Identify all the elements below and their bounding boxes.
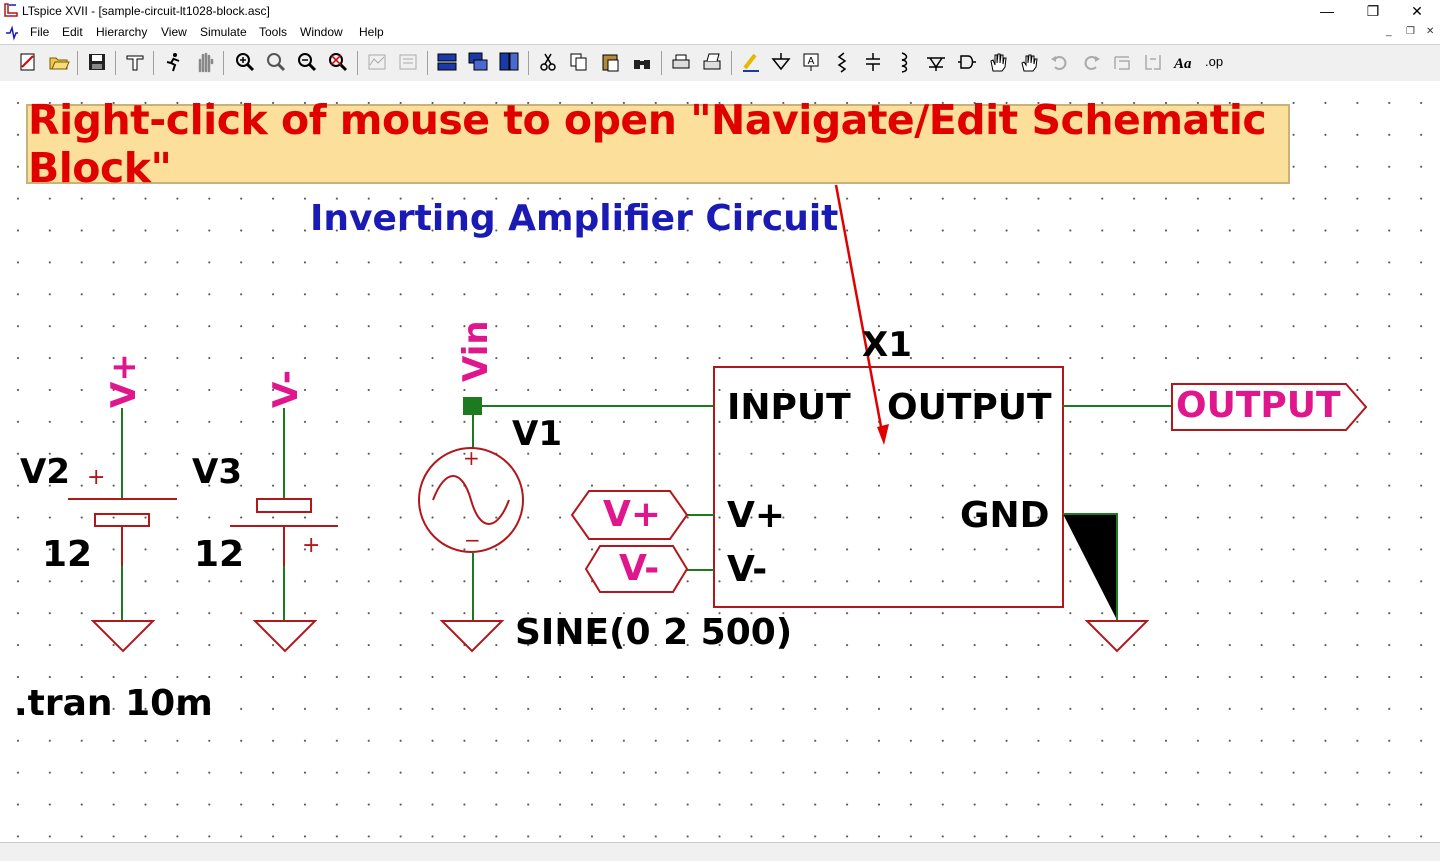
zoom-in-icon[interactable] [232,49,258,75]
cascade-icon[interactable] [465,49,491,75]
autorange-icon[interactable] [364,49,390,75]
v3-name[interactable]: V3 [192,452,242,492]
menu-hierarchy[interactable]: Hierarchy [96,25,148,39]
v2-name[interactable]: V2 [20,452,70,492]
menu-edit[interactable]: Edit [62,25,83,39]
zoom-plot-icon[interactable] [395,49,421,75]
drag-icon[interactable] [1016,49,1042,75]
v2-net-label[interactable]: V+ [104,353,144,408]
status-bar [0,842,1440,861]
tile-horizontal-icon[interactable] [434,49,460,75]
label-net-icon[interactable]: A [798,49,824,75]
port-vplus-label[interactable]: V+ [603,494,662,535]
mdi-restore-button[interactable]: ❐ [1406,26,1415,37]
port-vminus-label[interactable]: V- [619,548,660,589]
run-icon[interactable] [160,49,186,75]
tile-vertical-icon[interactable] [496,49,522,75]
v2-plus-sign: + [87,465,106,490]
menu-help[interactable]: Help [359,25,384,39]
zoom-out-icon[interactable] [294,49,320,75]
minimize-button[interactable]: — [1320,3,1334,19]
spice-directive[interactable]: .tran 10m [14,683,213,724]
zoom-pan-icon[interactable] [263,49,289,75]
menu-window[interactable]: Window [300,25,343,39]
v2-value[interactable]: 12 [42,534,93,575]
paste-icon[interactable] [597,49,623,75]
save-icon[interactable] [84,49,110,75]
undo-icon[interactable] [1047,49,1073,75]
annotation-callout: Right-click of mouse to open "Navigate/E… [26,96,1290,192]
pin-output-label: OUTPUT [887,387,1052,428]
v1-net-label[interactable]: Vin [456,320,496,382]
menu-view[interactable]: View [161,25,187,39]
component-icon[interactable] [953,49,979,75]
ltspice-app-icon [4,3,18,17]
x1-name[interactable]: X1 [862,325,912,365]
menu-bar: File Edit Hierarchy View Simulate Tools … [0,22,1440,43]
ground-icon[interactable] [768,49,794,75]
pin-vminus-label: V- [727,549,768,590]
diode-icon[interactable] [923,49,949,75]
toolbar: A Aa .op [0,44,1440,82]
v3-net-label[interactable]: V- [266,370,306,408]
svg-text:A: A [808,56,815,67]
menu-simulate[interactable]: Simulate [200,25,247,39]
pin-input-label: INPUT [727,387,851,428]
schematic-doc-icon[interactable] [4,25,20,41]
mdi-minimize-button[interactable]: _ [1386,26,1392,37]
v3-value[interactable]: 12 [194,534,245,575]
circuit-title[interactable]: Inverting Amplifier Circuit [310,198,839,239]
svg-text:.op: .op [1205,54,1223,69]
new-schematic-icon[interactable] [15,49,41,75]
title-bar: LTspice XVII - [sample-circuit-lt1028-bl… [0,0,1440,22]
print-icon[interactable] [668,49,694,75]
pin-gnd-label: GND [960,495,1050,536]
window-title: LTspice XVII - [sample-circuit-lt1028-bl… [22,4,270,18]
resistor-icon[interactable] [829,49,855,75]
v3-plus-sign: + [302,533,321,558]
maximize-button[interactable]: ❐ [1366,2,1380,19]
text-icon[interactable]: Aa [1171,49,1197,75]
halt-icon[interactable] [192,49,218,75]
redo-icon[interactable] [1078,49,1104,75]
v1-minus-sign: − [464,528,481,552]
svg-text:Aa: Aa [1173,56,1192,72]
rotate-icon[interactable] [1109,49,1135,75]
pin-vplus-label: V+ [727,495,786,536]
v1-value[interactable]: SINE(0 2 500) [515,612,793,653]
cut-icon[interactable] [535,49,561,75]
menu-file[interactable]: File [30,25,50,39]
print-setup-icon[interactable] [699,49,725,75]
control-panel-icon[interactable] [122,49,148,75]
move-icon[interactable] [985,49,1011,75]
find-icon[interactable] [629,49,655,75]
close-button[interactable]: ✕ [1411,2,1423,19]
mirror-icon[interactable] [1140,49,1166,75]
mdi-close-button[interactable]: ✕ [1426,26,1435,37]
v1-name[interactable]: V1 [512,414,562,454]
callout-text: Right-click of mouse to open "Navigate/E… [28,96,1267,192]
copy-icon[interactable] [566,49,592,75]
capacitor-icon[interactable] [860,49,886,75]
open-icon[interactable] [46,49,72,75]
spice-directive-icon[interactable]: .op [1202,49,1228,75]
menu-tools[interactable]: Tools [259,25,288,39]
zoom-fit-icon[interactable] [325,49,351,75]
v1-plus-sign: + [463,446,480,470]
draw-wire-icon[interactable] [738,49,764,75]
port-output-label[interactable]: OUTPUT [1176,385,1341,426]
inductor-icon[interactable] [891,49,917,75]
